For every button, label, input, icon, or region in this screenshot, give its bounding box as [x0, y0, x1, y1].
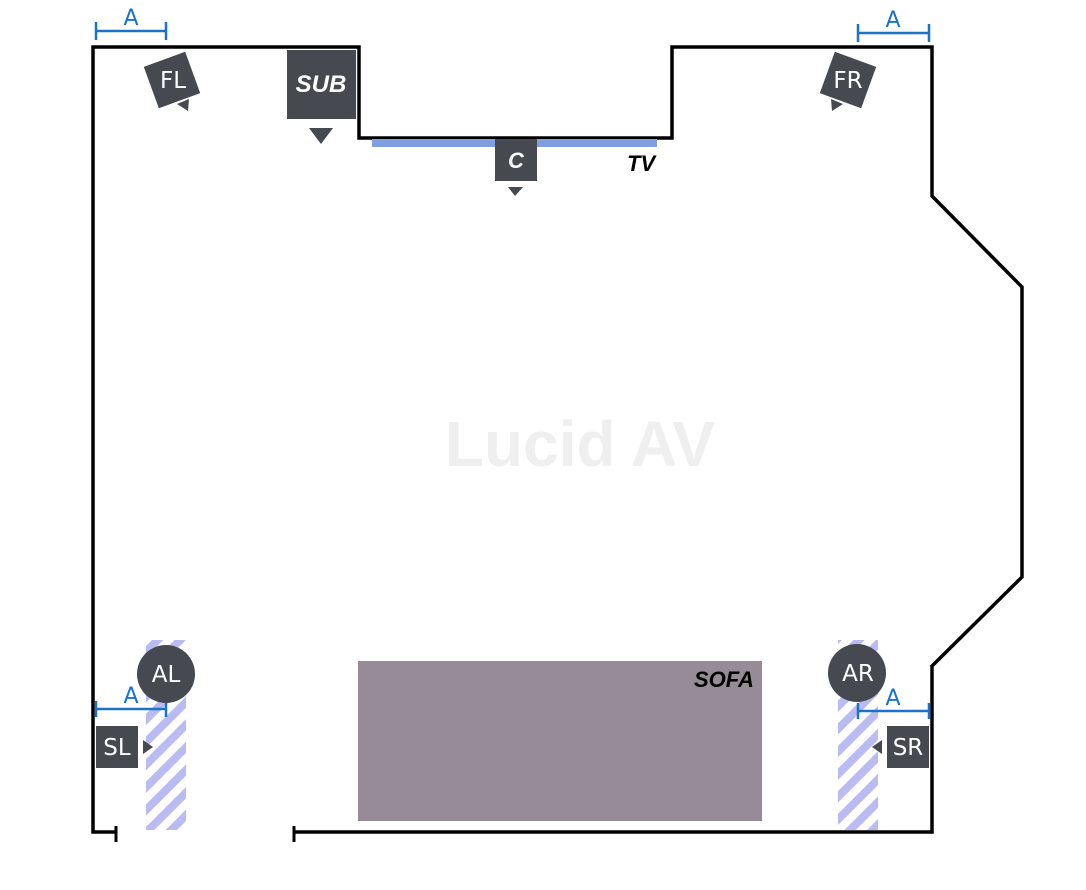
speaker-fr-direction-icon [831, 99, 843, 111]
speaker-sl-label: SL [103, 735, 131, 761]
dimension-a-bottom-left [94, 701, 168, 717]
speaker-fl: FL [143, 51, 201, 111]
speaker-center-label: C [508, 148, 525, 173]
speaker-sr-direction-icon [872, 740, 882, 754]
watermark-text: Lucid AV [445, 408, 716, 480]
speaker-fl-label: FL [160, 68, 186, 94]
speaker-fl-direction-icon [177, 99, 189, 111]
speaker-fr-label: FR [833, 68, 862, 94]
sofa [358, 661, 762, 821]
sofa-label: SOFA [694, 667, 754, 692]
speaker-center-direction-icon [508, 187, 523, 196]
room-wall [91, 45, 1024, 834]
dimension-a-top-right [856, 24, 931, 42]
speaker-ar: AR [828, 644, 886, 702]
dimension-a-bottom-right-label: A [885, 686, 900, 711]
speaker-sub: SUB [287, 50, 356, 144]
speaker-al: AL [137, 645, 195, 703]
speaker-al-label: AL [152, 662, 181, 688]
speaker-fr: FR [819, 51, 877, 111]
speaker-center: C [495, 139, 537, 196]
dimension-a-top-left [94, 22, 168, 40]
dimension-a-top-right-label: A [885, 8, 900, 33]
speaker-sr: SR [872, 726, 929, 768]
tv-label: TV [627, 151, 657, 176]
speaker-sub-direction-icon [309, 128, 333, 144]
speaker-sl: SL [96, 726, 153, 768]
dimension-a-bottom-right [856, 703, 931, 719]
speaker-sub-label: SUB [296, 71, 347, 98]
dimension-a-top-left-label: A [123, 6, 138, 31]
speaker-ar-label: AR [842, 661, 874, 687]
speaker-sl-direction-icon [143, 740, 153, 754]
speaker-sr-label: SR [893, 735, 924, 761]
dimension-a-bottom-left-label: A [123, 684, 138, 709]
